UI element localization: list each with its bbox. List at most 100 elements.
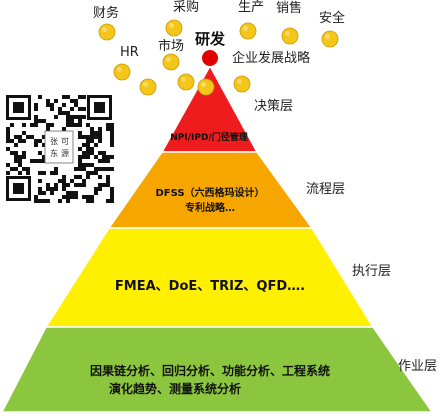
qr-module	[106, 183, 110, 187]
qr-module	[14, 135, 18, 139]
qr-module	[50, 103, 54, 107]
qr-module	[90, 139, 94, 143]
qr-module	[98, 131, 102, 135]
qr-module	[82, 143, 86, 147]
input-bubble	[162, 53, 180, 71]
qr-module	[30, 159, 34, 163]
qr-module	[46, 127, 50, 131]
qr-module	[106, 179, 110, 183]
qr-module	[50, 123, 54, 127]
qr-module	[70, 123, 74, 127]
qr-module	[94, 155, 98, 159]
qr-module	[66, 95, 70, 99]
tier-execution	[44, 227, 375, 328]
qr-module	[78, 155, 82, 159]
qr-module	[74, 123, 78, 127]
qr-module	[46, 123, 50, 127]
qr-module	[98, 167, 102, 171]
qr-module	[102, 155, 106, 159]
qr-module	[74, 183, 78, 187]
qr-module	[62, 179, 66, 183]
qr-module	[54, 115, 58, 119]
qr-module	[38, 139, 42, 143]
qr-module	[58, 111, 62, 115]
qr-module	[62, 195, 66, 199]
qr-module	[50, 191, 54, 195]
qr-module	[106, 159, 110, 163]
qr-module	[86, 163, 90, 167]
qr-module	[14, 143, 18, 147]
qr-module	[58, 179, 62, 183]
qr-module	[98, 175, 102, 179]
qr-module	[82, 115, 86, 119]
input-bubble	[197, 78, 215, 96]
qr-module	[78, 115, 82, 119]
qr-module	[6, 163, 10, 167]
input-label-finance: 财务	[93, 5, 119, 21]
qr-module	[82, 95, 86, 99]
qr-module	[22, 151, 26, 155]
qr-module	[94, 135, 98, 139]
tier-process-text-line1: DFSS（六西格玛设计）	[155, 186, 264, 199]
qr-module	[102, 159, 106, 163]
qr-module	[90, 171, 94, 175]
input-bubble-highlight	[243, 26, 248, 31]
qr-module	[6, 131, 10, 135]
qr-module	[54, 183, 58, 187]
qr-module	[98, 127, 102, 131]
qr-module	[46, 99, 50, 103]
qr-module	[90, 127, 94, 131]
qr-module	[18, 135, 22, 139]
input-label-strategy: 企业发展战略	[232, 50, 310, 66]
input-label-procurement: 采购	[173, 0, 199, 15]
qr-module	[70, 179, 74, 183]
qr-module	[110, 131, 114, 135]
side-label-decision: 决策层	[254, 98, 293, 114]
qr-module	[42, 143, 46, 147]
qr-center-char-3: 东	[50, 148, 58, 158]
qr-module	[90, 131, 94, 135]
qr-module	[62, 175, 66, 179]
qr-module	[50, 171, 54, 175]
qr-module	[78, 119, 82, 123]
qr-module	[18, 155, 22, 159]
qr-module	[86, 195, 90, 199]
qr-module	[98, 151, 102, 155]
qr-module	[86, 135, 90, 139]
qr-module	[86, 123, 90, 127]
qr-module	[38, 187, 42, 191]
qr-module	[110, 155, 114, 159]
input-bubbles	[98, 19, 339, 96]
qr-module	[22, 123, 26, 127]
qr-module	[38, 199, 42, 203]
side-label-operation: 作业层	[398, 359, 437, 374]
input-bubble	[98, 23, 116, 41]
input-bubble	[233, 75, 251, 93]
qr-module	[66, 195, 70, 199]
qr-module	[26, 167, 30, 171]
qr-module	[34, 107, 38, 111]
qr-center-char-4: 源	[61, 149, 69, 158]
input-label-hr: HR	[120, 45, 139, 60]
qr-module	[66, 119, 70, 123]
qr-module	[82, 151, 86, 155]
input-bubble-highlight	[325, 34, 330, 39]
qr-module	[34, 143, 38, 147]
qr-module	[74, 175, 78, 179]
qr-module	[102, 151, 106, 155]
input-bubble	[321, 30, 339, 48]
qr-module	[26, 171, 30, 175]
qr-module	[70, 107, 74, 111]
input-bubble-highlight	[143, 82, 148, 87]
qr-module	[110, 167, 114, 171]
qr-module	[86, 155, 90, 159]
qr-module	[90, 147, 94, 151]
qr-module	[110, 123, 114, 127]
qr-module	[94, 187, 98, 191]
qr-module	[62, 187, 66, 191]
qr-module	[86, 171, 90, 175]
input-bubble-highlight	[169, 23, 174, 28]
qr-module	[34, 199, 38, 203]
qr-module	[38, 159, 42, 163]
qr-module	[78, 131, 82, 135]
